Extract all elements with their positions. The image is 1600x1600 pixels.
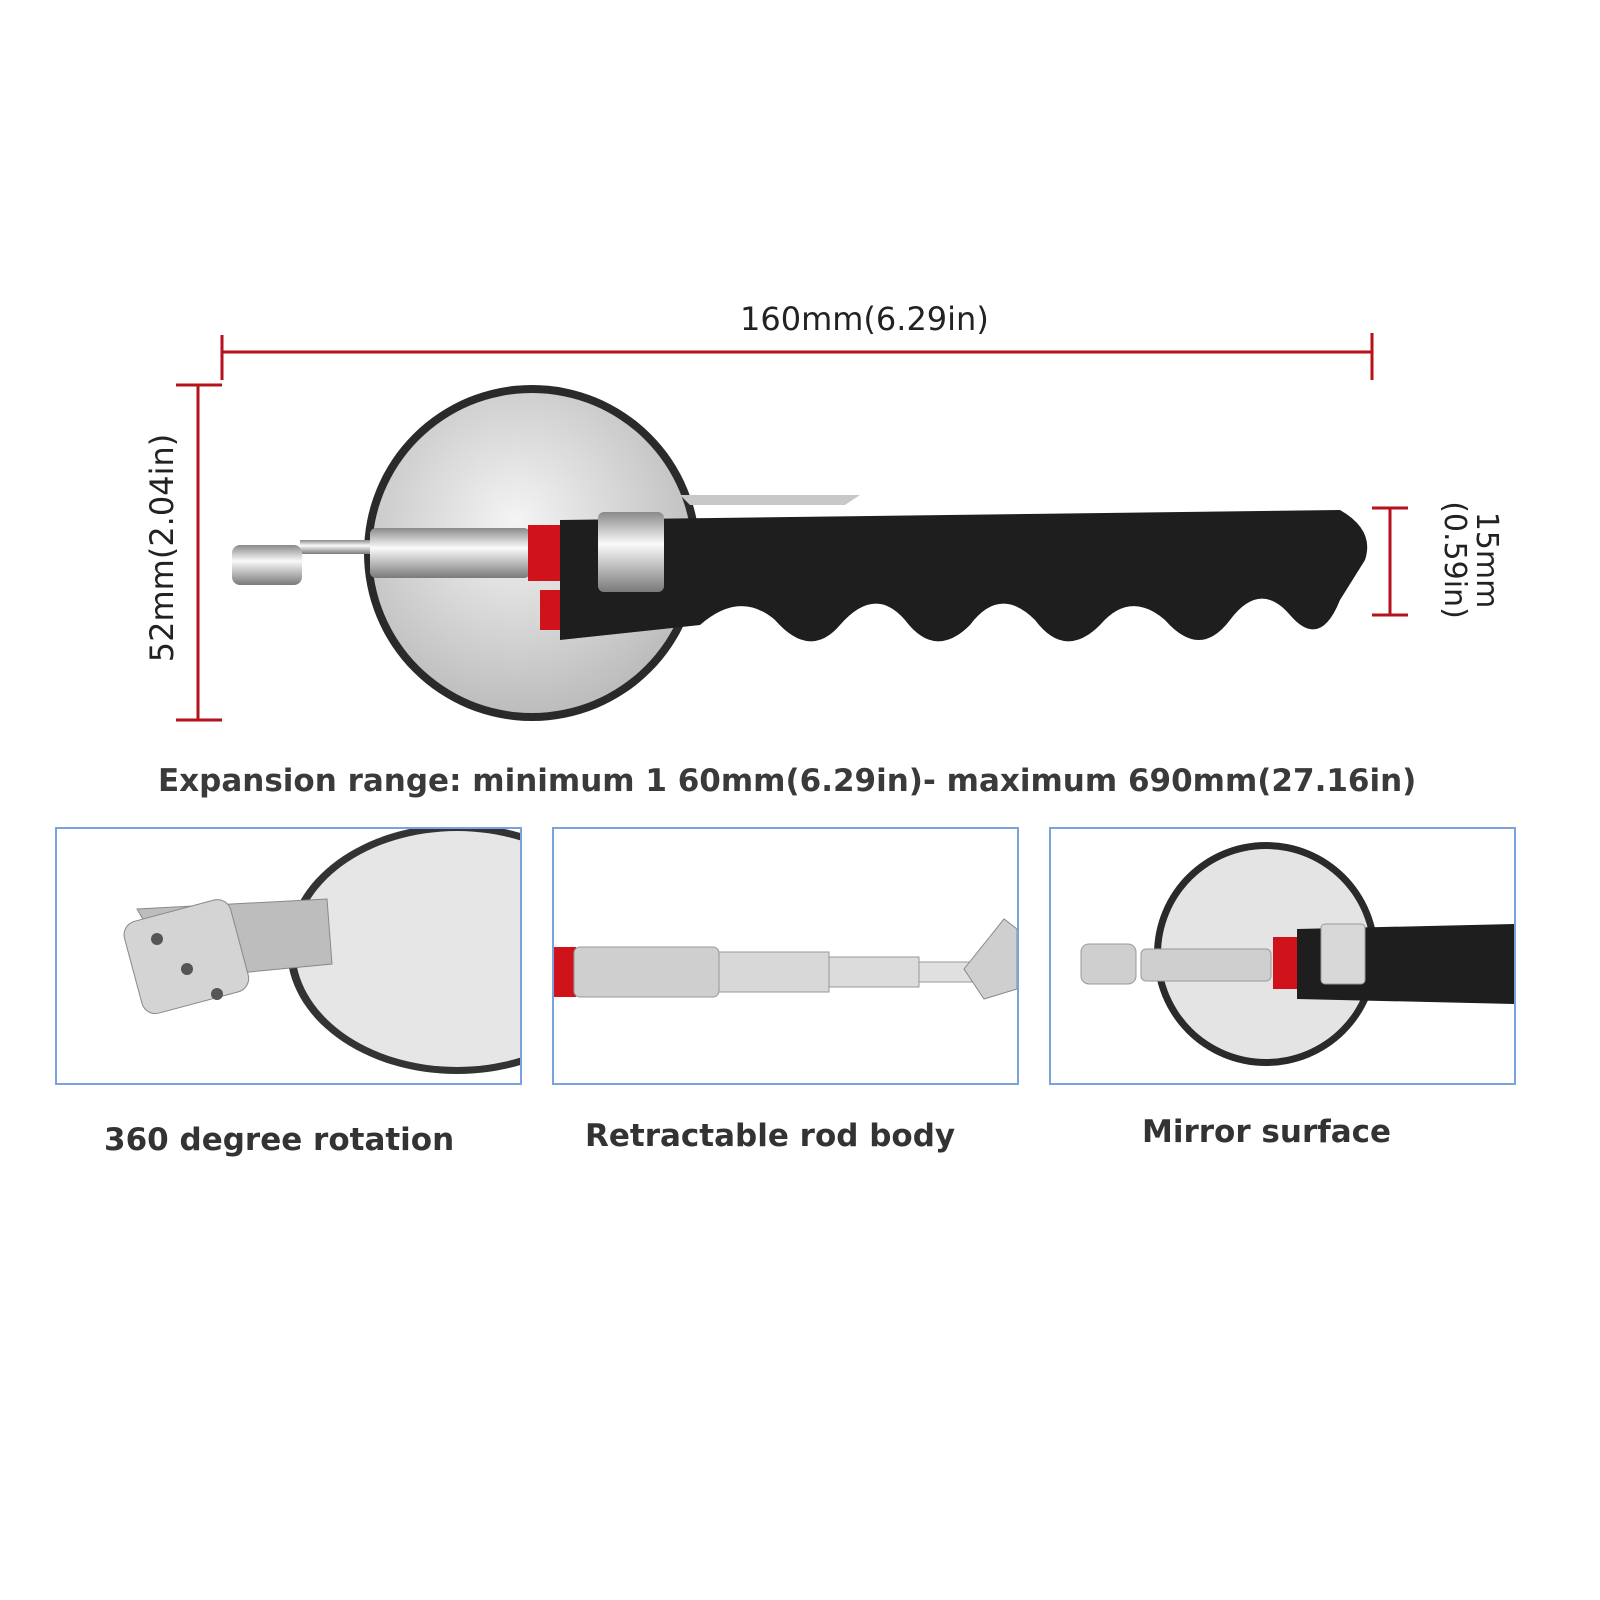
handle-thickness-label: 15mm (0.59in) bbox=[1437, 501, 1504, 619]
panel-caption-rotation: 360 degree rotation bbox=[104, 1122, 455, 1158]
handle-thickness-in: (0.59in) bbox=[1437, 501, 1472, 619]
inspection-mirror-illustration bbox=[232, 385, 1368, 721]
swivel-joint bbox=[232, 545, 302, 585]
dimension-lines bbox=[176, 333, 1408, 722]
rotation-joint-image bbox=[123, 829, 520, 1074]
panel-caption-mirror: Mirror surface bbox=[1142, 1114, 1392, 1150]
length-dimension-label: 160mm(6.29in) bbox=[740, 300, 989, 338]
panel-rotation bbox=[55, 827, 522, 1085]
retractable-rod-image bbox=[554, 918, 1017, 1000]
telescopic-rod bbox=[370, 528, 530, 578]
mirror-height-label: 52mm(2.04in) bbox=[143, 433, 181, 663]
panel-caption-rod: Retractable rod body bbox=[585, 1118, 956, 1154]
foam-handle bbox=[560, 510, 1368, 642]
panel-mirror bbox=[1049, 827, 1516, 1085]
handle-thickness-mm: 15mm bbox=[1469, 511, 1504, 609]
expansion-range-caption: Expansion range: minimum 1 60mm(6.29in)-… bbox=[158, 763, 1417, 799]
pocket-clip bbox=[598, 512, 664, 592]
panel-rod bbox=[552, 827, 1019, 1085]
mirror-surface-image bbox=[1080, 842, 1514, 1066]
